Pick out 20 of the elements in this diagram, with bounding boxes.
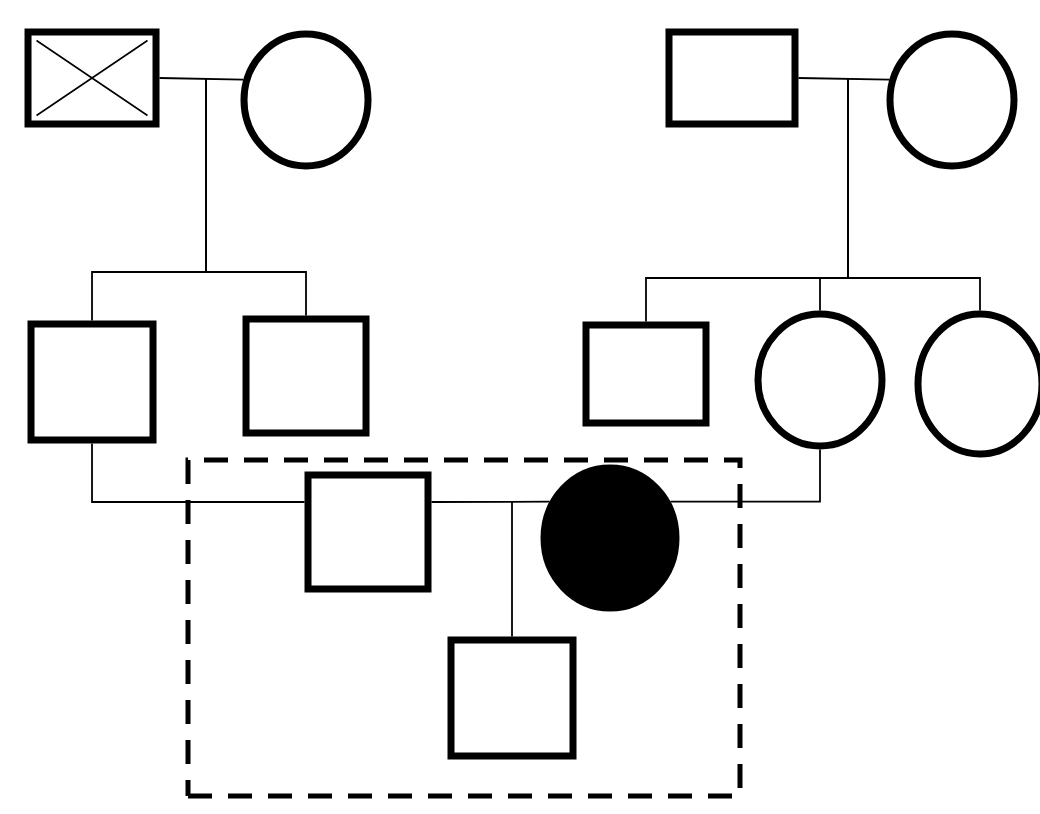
- connector-line: [797, 77, 891, 81]
- connector-line: [430, 500, 551, 503]
- connector-line: [91, 442, 306, 503]
- square-symbol: [582, 321, 710, 427]
- connector-line: [669, 448, 821, 503]
- connector-line: [205, 77, 307, 317]
- circle-symbol: [754, 310, 886, 450]
- square-symbol: [665, 28, 799, 128]
- square-symbol: [27, 320, 157, 444]
- circle-symbol: [540, 464, 680, 612]
- square-symbol: [24, 28, 160, 128]
- circle-symbol: [240, 30, 372, 170]
- square-symbol: [447, 636, 577, 760]
- connector-line: [511, 501, 513, 638]
- dashed-boundary: [185, 457, 743, 799]
- square-symbol: [242, 315, 370, 437]
- connector-line: [847, 77, 981, 312]
- square-symbol: [304, 471, 432, 593]
- circle-symbol: [886, 30, 1018, 170]
- connector-line: [158, 77, 245, 81]
